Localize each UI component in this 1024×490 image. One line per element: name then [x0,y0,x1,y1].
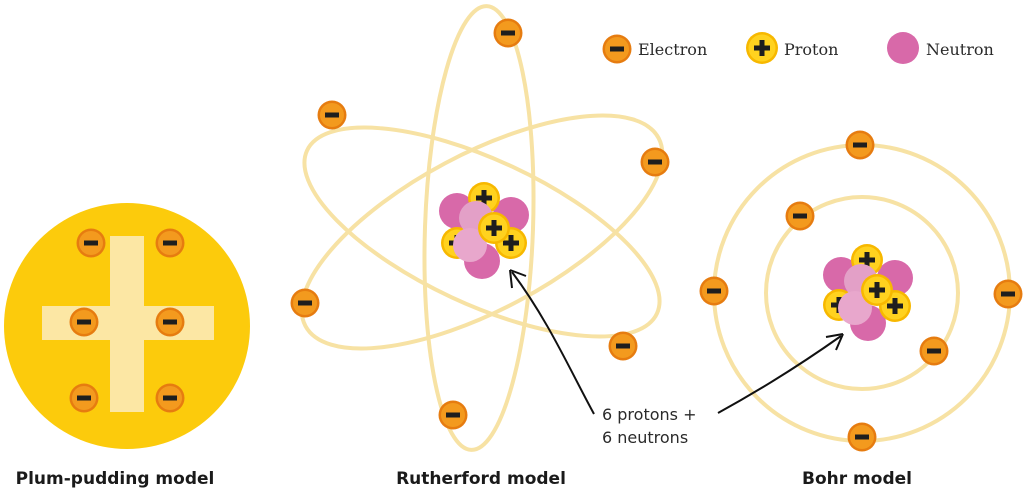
proton-icon [478,212,510,244]
legend-electron-label: Electron [638,40,707,59]
annotation-arrowhead-left [509,269,527,289]
orbit-descending [302,125,662,339]
legend-proton-label: Proton [784,40,838,59]
electron-icon [317,100,347,130]
orbit-inner [764,195,960,391]
rutherford-title: Rutherford model [396,469,566,489]
electron-icon [155,307,185,337]
electron-icon [155,228,185,258]
electron-icon [640,147,670,177]
annotation-arrow-left [511,271,595,415]
electron-icon [993,279,1023,309]
electron-icon [69,383,99,413]
electron-icon [845,130,875,160]
electron-icon [438,400,468,430]
electron-icon [785,201,815,231]
annotation-arrowhead-right [825,333,844,351]
legend: Electron Proton Neutron [602,32,994,64]
pudding-cross-horizontal [42,306,214,340]
electron-icon [290,288,320,318]
rutherford-nucleus [439,182,529,279]
orbit-ascending [299,113,665,351]
orbit-vertical [422,4,536,452]
bohr-title: Bohr model [802,469,912,489]
legend-proton-icon [746,32,778,64]
annotation-line-1: 6 protons + [602,405,696,424]
rutherford-model: Rutherford model [290,4,670,489]
rutherford-orbits [299,4,665,452]
electron-icon [847,422,877,452]
legend-neutron-icon [887,32,919,64]
electron-icon [608,331,638,361]
legend-electron-icon [602,34,632,64]
electron-icon [919,336,949,366]
electron-icon [493,18,523,48]
electron-icon [155,383,185,413]
bohr-model: Bohr model [699,130,1023,489]
electron-icon [69,307,99,337]
neutron-icon [453,228,487,262]
neutron-icon [838,291,872,325]
legend-neutron-label: Neutron [926,40,994,59]
proton-icon [861,274,893,306]
nucleus-annotation: 6 protons + 6 neutrons [509,269,844,447]
electron-icon [76,228,106,258]
plum-pudding-model: Plum-pudding model [4,203,250,489]
annotation-arrow-right [717,335,842,414]
electron-icon [699,276,729,306]
plum-pudding-title: Plum-pudding model [16,469,215,489]
annotation-line-2: 6 neutrons [602,428,688,447]
bohr-nucleus [823,244,913,341]
